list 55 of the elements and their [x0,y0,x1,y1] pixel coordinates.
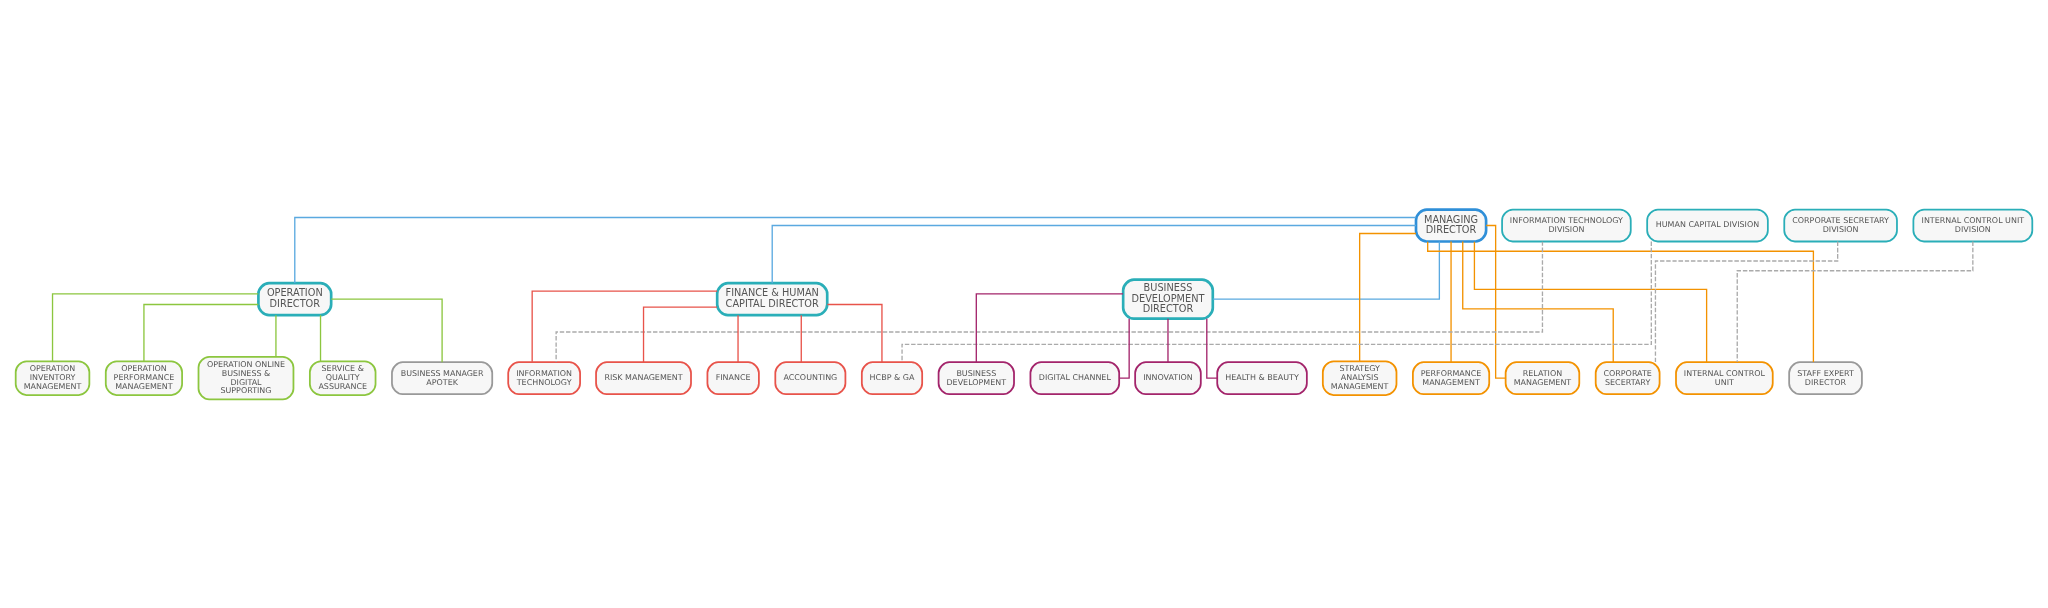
node-box: CORPORATE SECERTARY [1594,360,1661,395]
connector [1462,240,1614,363]
node-box: FINANCE & HUMAN CAPITAL DIRECTOR [715,281,829,316]
node-box: INFORMATION TECHNOLOGY DIVISION [1501,208,1632,242]
connector [975,292,1124,363]
connector [642,306,718,363]
node-box: INNOVATION [1134,360,1202,395]
connector [1167,317,1169,363]
connector [800,314,802,363]
node-box: BUSINESS DEVELOPMENT [937,360,1015,395]
connector [1450,240,1452,363]
node-box: DIGITAL CHANNEL [1029,360,1121,395]
node-box: INFORMATION TECHNOLOGY [507,360,581,395]
node-box: INTERNAL CONTROL UNIT DIVISION [1912,208,2034,242]
node-box: HCBP & GA [860,360,924,395]
node-box: FINANCE [706,360,760,395]
node-box: CORPORATE SECRETARY DIVISION [1783,208,1898,242]
node-box: HUMAN CAPITAL DIVISION [1646,208,1769,242]
connector [1427,240,1815,363]
node-box: STAFF EXPERT DIRECTOR [1788,360,1863,395]
connector [531,290,718,362]
connector [555,240,1544,363]
connector [1654,240,1839,363]
node-box: HEALTH & BEAUTY [1216,360,1308,395]
connector [143,303,259,362]
connector [1485,224,1507,379]
connector [319,314,322,362]
connector [275,314,277,357]
node-box: OPERATION ONLINE BUSINESS & DIGITAL SUPPORTING [197,355,295,400]
connector [1118,317,1130,379]
connector [1473,240,1708,363]
connector [1212,240,1441,300]
connector [1736,240,1974,363]
connector [1206,317,1218,379]
connector [771,224,1417,284]
connector [330,298,443,363]
node-box: OPERATION PERFORMANCE MANAGEMENT [104,359,183,396]
connector [737,314,739,363]
node-box: OPERATION DIRECTOR [257,281,333,316]
connector [294,216,1417,284]
node-box: BUSINESS MANAGER APOTEK [391,360,494,395]
node-box: BUSINESS DEVELOPMENT DIRECTOR [1121,277,1215,320]
node-box: SERVICE & QUALITY ASSURANCE [309,359,377,396]
node-box: INTERNAL CONTROL UNIT [1675,360,1774,395]
node-box: RISK MANAGEMENT [595,360,692,395]
node-box: OPERATION INVENTORY MANAGEMENT [14,359,91,396]
node-box: MANAGING DIRECTOR [1414,207,1488,243]
connector [1359,232,1417,362]
node-box: ACCOUNTING [774,360,847,395]
connector [826,303,883,363]
node-box: STRATEGY ANALYSIS MANAGEMENT [1321,359,1398,396]
connector [901,240,1652,363]
node-box: RELATION MANAGEMENT [1504,360,1581,395]
node-box: PERFORMANCE MANAGEMENT [1412,360,1491,395]
connector [51,292,259,362]
